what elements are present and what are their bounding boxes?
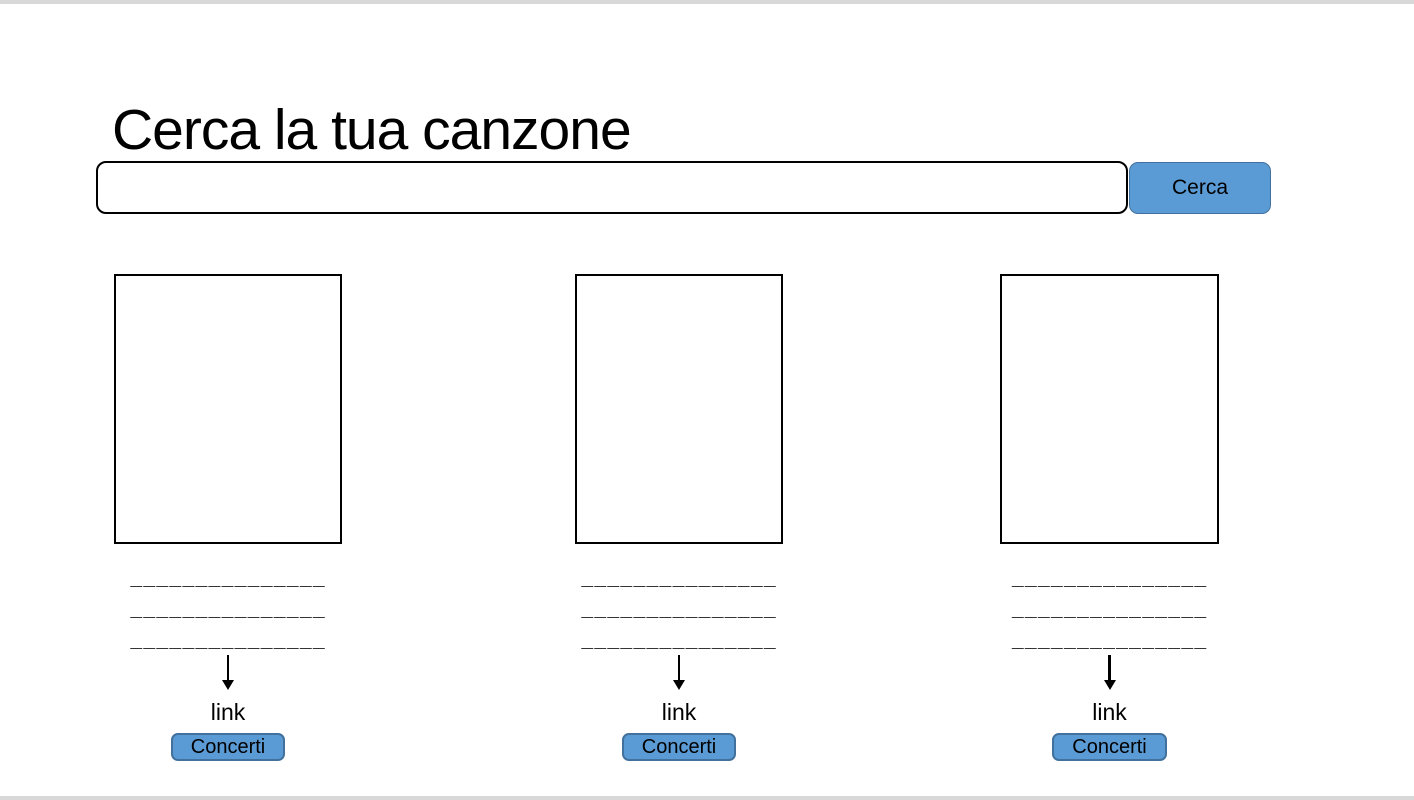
text-placeholder-line: _______________ bbox=[130, 563, 326, 587]
link-label[interactable]: link bbox=[210, 699, 246, 725]
text-placeholder-line: _______________ bbox=[1011, 625, 1208, 649]
image-placeholder-box bbox=[575, 274, 783, 544]
text-placeholder-line: _______________ bbox=[581, 563, 777, 587]
text-placeholder-line: _______________ bbox=[581, 594, 777, 618]
arrow-head bbox=[222, 680, 234, 690]
arrow-shaft bbox=[677, 655, 681, 680]
result-card: _______________ _______________ ________… bbox=[1000, 274, 1219, 761]
concerti-button[interactable]: Concerti bbox=[170, 733, 286, 761]
concerti-button[interactable]: Concerti bbox=[1052, 733, 1167, 761]
text-placeholder-line: _______________ bbox=[130, 594, 326, 618]
search-button[interactable]: Cerca bbox=[1129, 162, 1271, 214]
arrow-shaft bbox=[1108, 655, 1111, 680]
text-placeholder-lines: _______________ _______________ ________… bbox=[130, 560, 326, 653]
down-arrow-icon bbox=[673, 655, 685, 690]
arrow-head bbox=[673, 680, 685, 690]
link-label[interactable]: link bbox=[1092, 699, 1127, 725]
result-card: _______________ _______________ ________… bbox=[114, 274, 342, 761]
text-placeholder-line: _______________ bbox=[1011, 563, 1208, 587]
search-input[interactable] bbox=[96, 161, 1128, 214]
down-arrow-icon bbox=[1103, 655, 1116, 690]
text-placeholder-lines: _______________ _______________ ________… bbox=[581, 560, 777, 653]
arrow-head bbox=[1103, 680, 1116, 690]
arrow-shaft bbox=[226, 655, 230, 680]
image-placeholder-box bbox=[114, 274, 342, 544]
text-placeholder-line: _______________ bbox=[1011, 594, 1208, 618]
image-placeholder-box bbox=[1000, 274, 1219, 544]
text-placeholder-line: _______________ bbox=[581, 625, 777, 649]
text-placeholder-lines: _______________ _______________ ________… bbox=[1012, 560, 1208, 653]
slide-top-border bbox=[0, 0, 1414, 4]
text-placeholder-line: _______________ bbox=[130, 625, 326, 649]
down-arrow-icon bbox=[222, 655, 234, 690]
concerti-button[interactable]: Concerti bbox=[621, 733, 737, 761]
result-card: _______________ _______________ ________… bbox=[575, 274, 783, 761]
page-title: Cerca la tua canzone bbox=[112, 98, 632, 163]
slide-bottom-border bbox=[0, 796, 1414, 800]
link-label[interactable]: link bbox=[661, 699, 697, 725]
